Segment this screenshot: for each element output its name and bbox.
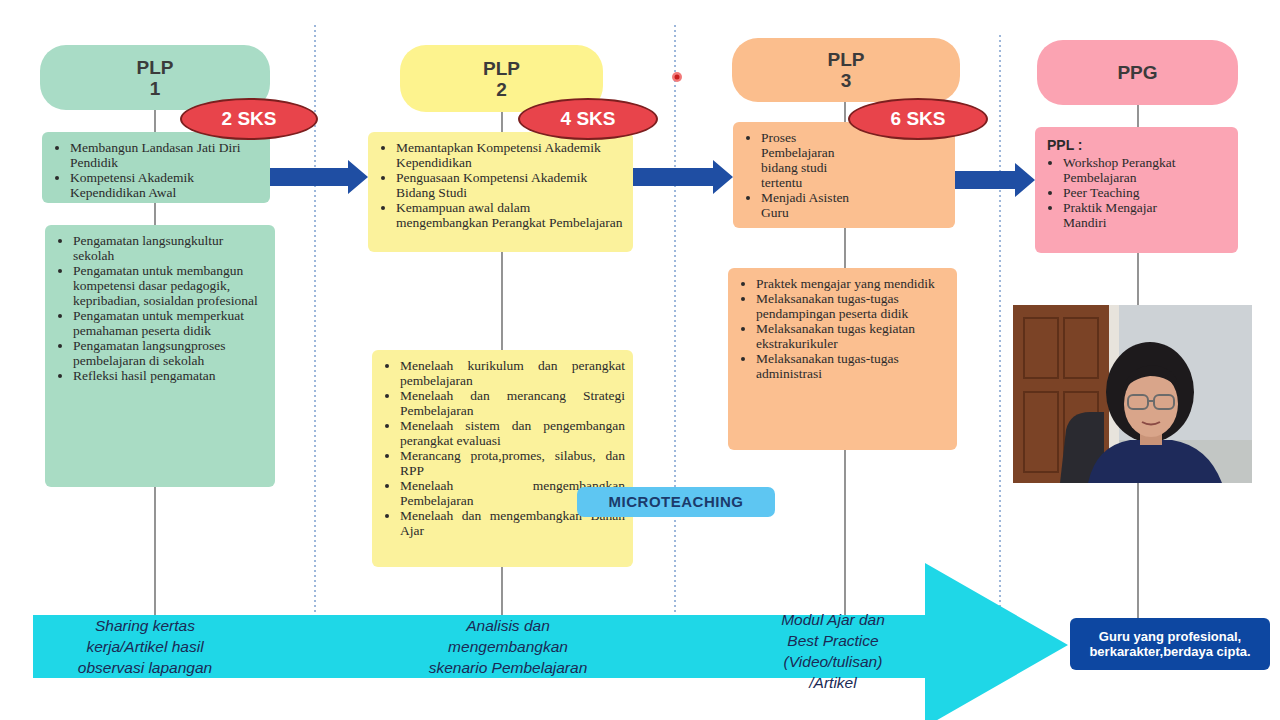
- credit-label: 4 SKS: [561, 108, 616, 130]
- bullet-list: Pengamatan langsungkultur sekolahPengama…: [53, 233, 267, 383]
- bullet-item: Menelaah sistem dan pengembangan perangk…: [400, 418, 625, 448]
- cursor-dot: [672, 72, 682, 82]
- flow-arrow: [633, 160, 733, 194]
- flow-arrow: [955, 163, 1035, 197]
- connector-line: [844, 102, 845, 122]
- bullet-item: Pengamatan langsungkultur sekolah: [73, 233, 267, 263]
- activity-box: Pengamatan langsungkultur sekolahPengama…: [45, 225, 275, 487]
- goal-text: Guru yang profesional, berkarakter,berda…: [1078, 629, 1262, 659]
- bullet-item: Praktek mengajar yang mendidik: [756, 276, 949, 291]
- bullet-item: Refleksi hasil pengamatan: [73, 368, 267, 383]
- bullet-item: Kemampuan awal dalam mengembangkan Peran…: [396, 200, 625, 230]
- phase-title: PLP 3: [822, 49, 870, 91]
- bullet-list: Workshop Perangkat PembelajaranPeer Teac…: [1043, 155, 1198, 230]
- activity-box: Menelaah kurikulum dan perangkat pembela…: [372, 350, 633, 567]
- bullet-list: Praktek mengajar yang mendidikMelaksanak…: [736, 276, 949, 381]
- output-text: Sharing kertas kerja/Artikel hasil obser…: [65, 615, 225, 678]
- face: [1124, 371, 1178, 437]
- goal-box: Membangun Landasan Jati Diri PendidikKom…: [42, 132, 270, 203]
- bullet-item: Peer Teaching: [1063, 185, 1198, 200]
- output-text: Analisis dan mengembangkan skenario Pemb…: [418, 615, 598, 678]
- credit-label: 6 SKS: [891, 108, 946, 130]
- bullet-item: Praktik Mengajar Mandiri: [1063, 200, 1198, 230]
- credit-label: 2 SKS: [222, 108, 277, 130]
- connector-line: [154, 203, 155, 225]
- bullet-item: Melaksanakan tugas-tugas administrasi: [756, 351, 949, 381]
- output-text: Modul Ajar dan Best Practice (Video/tuli…: [768, 609, 898, 693]
- bullet-list: Memantapkan Kompetensi Akademik Kependid…: [376, 140, 625, 230]
- phase-title: PLP 1: [131, 57, 179, 99]
- credit-badge: 6 SKS: [848, 98, 988, 140]
- method-label: MICROTEACHING: [609, 493, 744, 511]
- connector-line: [154, 487, 155, 615]
- column-separator: [675, 25, 676, 615]
- bullet-item: Pengamatan untuk membangun kompetensi da…: [73, 263, 267, 308]
- neck: [1140, 425, 1162, 445]
- connector-line: [844, 228, 845, 268]
- bullet-item: Penguasaan Kompetensi Akademik Bidang St…: [396, 170, 625, 200]
- bullet-list: Proses Pembelajaran bidang studi tertent…: [741, 130, 860, 220]
- chair: [1060, 412, 1104, 483]
- connector-line: [501, 252, 502, 350]
- cursor-dot: [675, 75, 680, 80]
- bullet-item: Pengamatan untuk memperkuat pemahaman pe…: [73, 308, 267, 338]
- ppl-box: PPL :Workshop Perangkat PembelajaranPeer…: [1035, 127, 1238, 253]
- bullet-list: Membangun Landasan Jati Diri PendidikKom…: [50, 140, 262, 200]
- connector-line: [1137, 253, 1138, 618]
- door-frame: [1109, 305, 1119, 483]
- bullet-item: Proses Pembelajaran bidang studi tertent…: [761, 130, 860, 190]
- bullet-item: Membangun Landasan Jati Diri Pendidik: [70, 140, 262, 170]
- door-panel: [1024, 392, 1058, 472]
- bullet-item: Kompetensi Akademik Kependidikan Awal: [70, 170, 262, 200]
- phase-header: PLP 3: [732, 38, 960, 102]
- credit-badge: 4 SKS: [518, 98, 658, 140]
- list-heading: PPL :: [1047, 137, 1198, 154]
- bullet-item: Memantapkan Kompetensi Akademik Kependid…: [396, 140, 625, 170]
- connector-line: [1137, 105, 1138, 127]
- door-panel: [1064, 318, 1098, 378]
- door-panel: [1064, 392, 1098, 472]
- shirt: [1088, 440, 1222, 483]
- goal-box: Guru yang profesional, berkarakter,berda…: [1070, 618, 1270, 670]
- bullet-item: Melaksanakan tugas-tugas pendampingan pe…: [756, 291, 949, 321]
- bullet-item: Pengamatan langsungproses pembelajaran d…: [73, 338, 267, 368]
- connector-line: [501, 567, 502, 615]
- connector-line: [154, 110, 155, 132]
- mouth: [1142, 422, 1160, 425]
- door: [1013, 305, 1109, 483]
- glasses: [1154, 395, 1174, 409]
- output-arrow: Sharing kertas kerja/Artikel hasil obser…: [33, 615, 1068, 678]
- activity-box: Praktek mengajar yang mendidikMelaksanak…: [728, 268, 957, 450]
- phase-title: PLP 2: [478, 58, 526, 100]
- connector-line: [501, 112, 502, 132]
- wall-lower: [1119, 440, 1252, 483]
- bullet-item: Menelaah kurikulum dan perangkat pembela…: [400, 358, 625, 388]
- fringe: [1122, 366, 1180, 392]
- bullet-item: Merancang prota,promes, silabus, dan RPP: [400, 448, 625, 478]
- hair: [1106, 342, 1194, 442]
- arrow-shape: [33, 563, 1068, 720]
- credit-badge: 2 SKS: [180, 98, 318, 140]
- connector-line: [844, 450, 845, 615]
- method-tag: MICROTEACHING: [577, 487, 775, 517]
- phase-header: PPG: [1037, 40, 1238, 105]
- phase-title: PPG: [1114, 62, 1162, 83]
- glasses: [1148, 400, 1154, 402]
- webcam-background: [1013, 305, 1252, 483]
- bullet-item: Menelaah dan merancang Strategi Pembelaj…: [400, 388, 625, 418]
- column-separator: [1000, 35, 1001, 615]
- bullet-item: Melaksanakan tugas kegiatan ekstrakuriku…: [756, 321, 949, 351]
- flow-arrow: [270, 160, 368, 194]
- door-panel: [1024, 318, 1058, 378]
- bullet-item: Menjadi Asisten Guru: [761, 190, 860, 220]
- bullet-item: Workshop Perangkat Pembelajaran: [1063, 155, 1198, 185]
- glasses: [1128, 395, 1148, 409]
- goal-box: Memantapkan Kompetensi Akademik Kependid…: [368, 132, 633, 252]
